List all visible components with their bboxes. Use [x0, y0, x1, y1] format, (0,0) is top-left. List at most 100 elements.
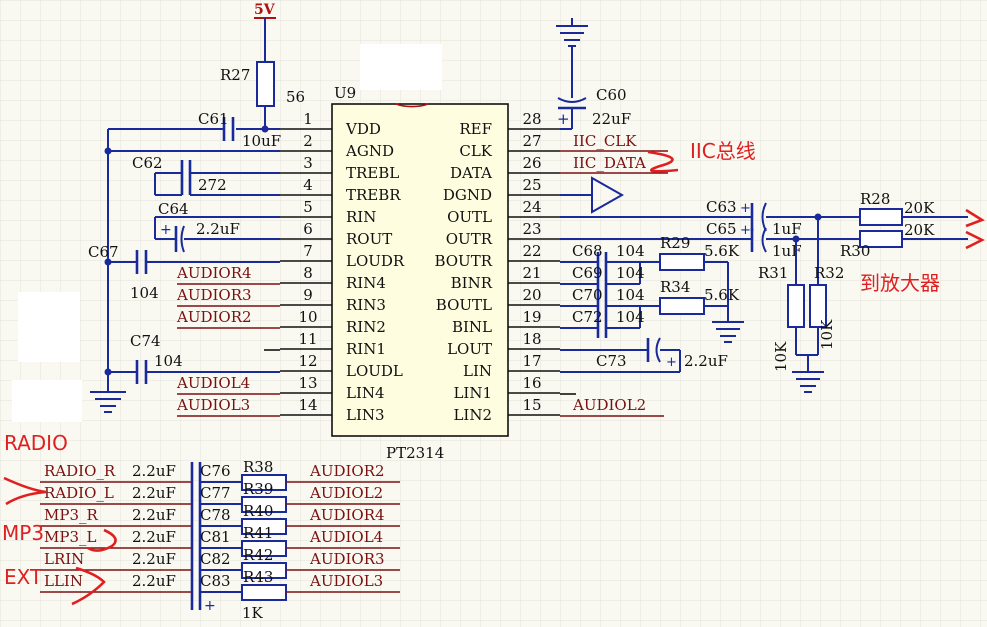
net-label-audior4: AUDIOR4 [176, 264, 252, 282]
input-net-label: RADIO_L [44, 484, 114, 502]
c62-ref: C62 [132, 154, 163, 172]
input-resistor[interactable] [241, 584, 287, 601]
amp-arrow-bottom [965, 230, 985, 250]
chip-pins: 1VDD2AGND3TREBL4TREBR5RIN6ROUT7LOUDR8RIN… [280, 110, 560, 424]
pin-name-right: BOUTL [436, 296, 492, 314]
ext-arrow [71, 566, 106, 606]
c65-value: 1uF [772, 242, 802, 260]
svg-text:+: + [204, 598, 216, 614]
pin-number-right: 28 [522, 110, 541, 128]
pin-name-right: DATA [450, 164, 492, 182]
r27-ref: R27 [220, 66, 250, 84]
r28-value: 20K [904, 199, 935, 217]
pin-number-left: 8 [303, 264, 313, 282]
input-cap-ref: C82 [200, 550, 231, 568]
pin-number-right: 15 [522, 396, 541, 414]
right-wiring: + C60 22uF IIC_CLK IIC_DATA + C63 1uF + … [556, 18, 968, 417]
pin-number-left: 3 [303, 154, 313, 172]
pin-name-right: LIN [463, 362, 492, 380]
r32-value: 10K [818, 319, 836, 350]
c64-value: 2.2uF [196, 220, 240, 238]
amp-arrow-top [965, 208, 985, 228]
input-cap-ref: C77 [200, 484, 231, 502]
c63-value: 1uF [772, 220, 802, 238]
pin-name-left: VDD [345, 120, 381, 138]
capacitor-c60[interactable] [557, 97, 587, 103]
r34-value: 5.6K [704, 286, 740, 304]
c63-ref: C63 [706, 198, 737, 216]
svg-text:+: + [160, 222, 172, 238]
input-res-ref: R38 [243, 458, 273, 476]
resistor-r29[interactable] [659, 253, 705, 271]
chip-pt2314[interactable]: U9 PT2314 1VDD2AGND3TREBL4TREBR5RIN6ROUT… [280, 84, 560, 462]
blank-patch [12, 380, 82, 422]
c70-ref: C70 [572, 286, 603, 304]
digital-ground-icon [591, 176, 625, 214]
pin-number-right: 27 [522, 132, 541, 150]
pin-number-left: 4 [303, 176, 313, 194]
pin-name-left: RIN1 [346, 340, 386, 358]
radio-arrow [3, 476, 47, 506]
left-wiring: 5V R27 56 C61 10uF [88, 2, 305, 417]
input-res-ref: R41 [243, 524, 273, 542]
pin-name-left: ROUT [346, 230, 392, 248]
ground-symbol-right [792, 371, 824, 393]
pin-name-left: RIN3 [346, 296, 386, 314]
input-out-net-label: AUDIOL2 [309, 484, 383, 502]
r32-ref: R32 [814, 264, 844, 282]
c68-value: 104 [616, 242, 645, 260]
chip-body [331, 103, 509, 437]
blank-patch [360, 44, 442, 90]
input-out-net-label: AUDIOR3 [309, 550, 385, 568]
input-cap-value: 2.2uF [132, 484, 176, 502]
pin-number-right: 23 [522, 220, 541, 238]
pin-name-left: TREBR [346, 186, 401, 204]
r30-ref: R30 [840, 242, 870, 260]
r29-ref: R29 [660, 234, 690, 252]
net-label-audior3: AUDIOR3 [176, 286, 252, 304]
r28-ref: R28 [860, 190, 890, 208]
input-cap-value: 2.2uF [132, 528, 176, 546]
input-res-ref: R42 [243, 546, 273, 564]
net-label-iic-clk: IIC_CLK [573, 132, 637, 150]
pin-name-right: LIN2 [453, 406, 492, 424]
annotations: IIC总线 到放大器 RADIO MP3 EXT [2, 139, 985, 606]
pin-name-right: OUTR [446, 230, 493, 248]
c65-ref: C65 [706, 220, 737, 238]
pin-name-right: LOUT [447, 340, 492, 358]
chip-notch [395, 103, 429, 108]
input-cap-value: 2.2uF [132, 550, 176, 568]
input-res-ref: R39 [243, 480, 273, 498]
power-label-5v: 5V [254, 2, 276, 18]
pin-number-left: 5 [303, 198, 313, 216]
c60-ref: C60 [596, 86, 627, 104]
pin-name-left: LOUDR [346, 252, 405, 270]
pin-number-left: 2 [303, 132, 313, 150]
ground-symbol-mid [712, 321, 744, 343]
resistor-r28[interactable] [859, 208, 903, 226]
annotation-to-amplifier: 到放大器 [860, 271, 940, 295]
resistor-r27[interactable] [256, 61, 275, 107]
input-cap-ref: C76 [200, 462, 231, 480]
input-cap-value: 2.2uF [132, 506, 176, 524]
r29-value: 5.6K [704, 242, 740, 260]
c74-value: 104 [154, 352, 183, 370]
net-label-audiol3: AUDIOL3 [176, 396, 250, 414]
c70-value: 104 [616, 286, 645, 304]
pin-number-left: 6 [303, 220, 313, 238]
svg-text:+: + [557, 110, 570, 128]
c69-value: 104 [616, 264, 645, 282]
pin-name-left: LIN4 [346, 384, 385, 402]
resistor-r31[interactable] [787, 284, 805, 328]
c64-ref: C64 [158, 200, 189, 218]
pin-number-right: 16 [522, 374, 541, 392]
resistor-r34[interactable] [659, 297, 705, 315]
pin-name-right: BINR [451, 274, 493, 292]
chip-designator: U9 [334, 84, 356, 102]
svg-text:+: + [666, 355, 677, 370]
pin-name-left: RIN4 [346, 274, 386, 292]
r30-value: 20K [904, 221, 935, 239]
input-net-label: LRIN [44, 550, 84, 568]
input-out-net-label: AUDIOL3 [309, 572, 383, 590]
pin-name-right: CLK [459, 142, 492, 160]
